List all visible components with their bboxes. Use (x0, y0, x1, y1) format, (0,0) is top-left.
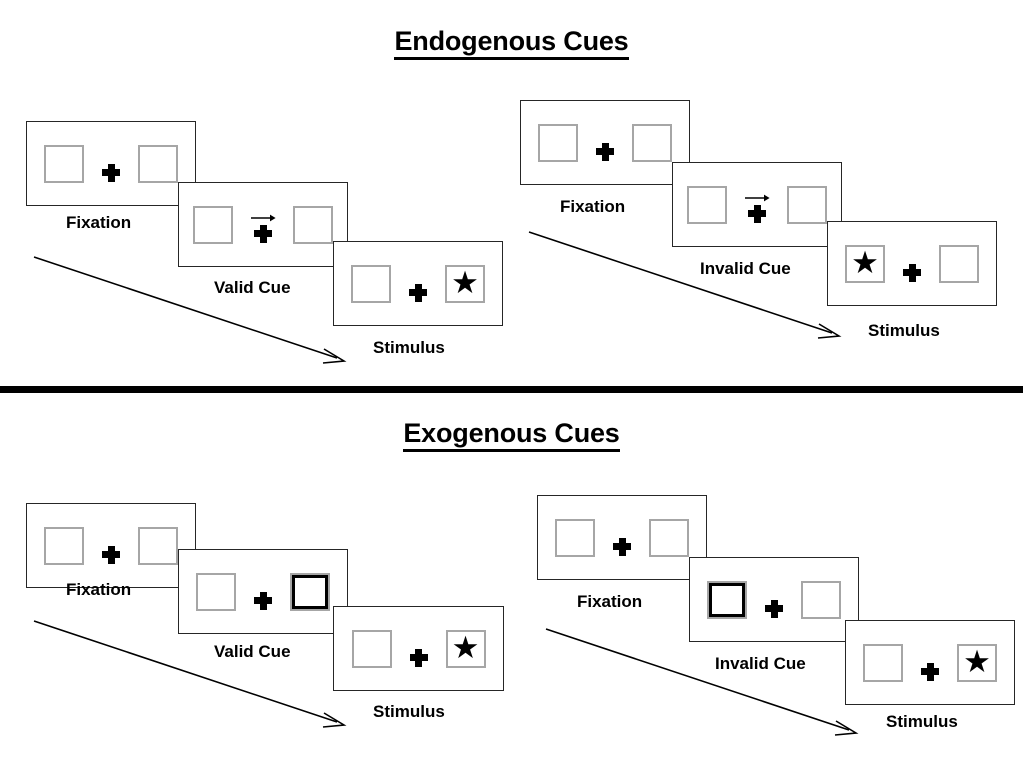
panel-exogenous-invalid-stimulus: ★ (845, 620, 1015, 705)
target-star-icon: ★ (851, 245, 879, 280)
caption-exogenous-valid-stimulus: Stimulus (373, 702, 445, 721)
panel-exogenous-valid-stimulus: ★ (333, 606, 504, 691)
time-arrow-endogenous-valid (33, 256, 347, 364)
fixation-cross-icon (764, 598, 784, 620)
caption-exogenous-invalid-stimulus: Stimulus (886, 712, 958, 731)
panel-exogenous-valid-fixation (26, 503, 196, 588)
caption-endogenous-invalid-stimulus: Stimulus (868, 321, 940, 340)
section-title-endogenous: Endogenous Cues (0, 26, 1023, 60)
center-cue-column (101, 526, 121, 566)
panel-endogenous-invalid-stimulus: ★ (827, 221, 997, 306)
fixation-cross-icon (595, 141, 615, 163)
caption-endogenous-valid-fixation: Fixation (66, 213, 132, 232)
fixation-cross-icon (101, 544, 121, 566)
center-cue-column (250, 205, 276, 245)
center-cue-column (595, 123, 615, 163)
right-box: ★ (445, 629, 486, 668)
fixation-cross-icon (408, 282, 428, 304)
right-box (138, 526, 178, 565)
center-cue-column (101, 144, 121, 184)
fixation-cross-icon (920, 661, 940, 683)
section-title-exogenous: Exogenous Cues (0, 418, 1023, 452)
right-arrow-icon (745, 194, 770, 201)
right-box (649, 518, 689, 557)
fixation-cross-icon (612, 536, 632, 558)
caption-endogenous-invalid-fixation: Fixation (560, 197, 626, 216)
time-arrow-exogenous-invalid (545, 628, 859, 736)
target-star-icon: ★ (451, 630, 480, 665)
caption-exogenous-valid-cue: Valid Cue (214, 642, 291, 661)
center-cue-column (902, 244, 922, 284)
time-arrow-endogenous-invalid (528, 231, 842, 339)
fixation-cross-icon (253, 590, 273, 612)
panel-exogenous-valid-cue (178, 549, 348, 634)
left-box (196, 572, 236, 611)
center-cue-column (612, 518, 632, 558)
left-box (44, 526, 84, 565)
right-box-cued (290, 572, 330, 611)
panel-exogenous-invalid-cue (689, 557, 859, 642)
fixation-cross-icon (101, 162, 121, 184)
center-cue-column (920, 643, 940, 683)
left-box (538, 123, 578, 162)
panel-endogenous-invalid-cue (672, 162, 842, 247)
center-cue-column (764, 580, 784, 620)
panel-exogenous-invalid-fixation (537, 495, 707, 580)
caption-endogenous-invalid-cue: Invalid Cue (700, 259, 791, 278)
left-box (687, 185, 727, 224)
center-cue-column (409, 629, 429, 669)
caption-exogenous-invalid-fixation: Fixation (577, 592, 643, 611)
left-box (351, 629, 392, 668)
right-box (293, 205, 333, 244)
time-arrow-exogenous-valid (33, 620, 347, 728)
left-box (44, 144, 84, 183)
target-star-icon: ★ (963, 644, 991, 679)
right-box (632, 123, 672, 162)
fixation-cross-icon (902, 262, 922, 284)
left-box (555, 518, 595, 557)
fixation-cross-icon (747, 203, 767, 225)
panel-endogenous-valid-stimulus: ★ (333, 241, 503, 326)
center-cue-column (744, 185, 770, 225)
right-box: ★ (957, 643, 997, 682)
right-arrow-icon (251, 214, 276, 221)
center-cue-column (408, 264, 428, 304)
fixation-cross-icon (409, 647, 429, 669)
left-box (863, 643, 903, 682)
panel-endogenous-valid-fixation (26, 121, 196, 206)
right-box (939, 244, 979, 283)
left-box: ★ (845, 244, 885, 283)
left-box (193, 205, 233, 244)
target-star-icon: ★ (451, 265, 479, 300)
caption-endogenous-valid-cue: Valid Cue (214, 278, 291, 297)
center-cue-column (253, 572, 273, 612)
right-box (801, 580, 841, 619)
left-box (351, 264, 391, 303)
panel-endogenous-invalid-fixation (520, 100, 690, 185)
fixation-cross-icon (253, 223, 273, 245)
left-box-cued (707, 580, 747, 619)
right-box (787, 185, 827, 224)
right-box (138, 144, 178, 183)
right-box: ★ (445, 264, 485, 303)
caption-exogenous-valid-fixation: Fixation (66, 580, 132, 599)
panel-endogenous-valid-cue (178, 182, 348, 267)
caption-endogenous-valid-stimulus: Stimulus (373, 338, 445, 357)
section-divider (0, 386, 1023, 393)
caption-exogenous-invalid-cue: Invalid Cue (715, 654, 806, 673)
